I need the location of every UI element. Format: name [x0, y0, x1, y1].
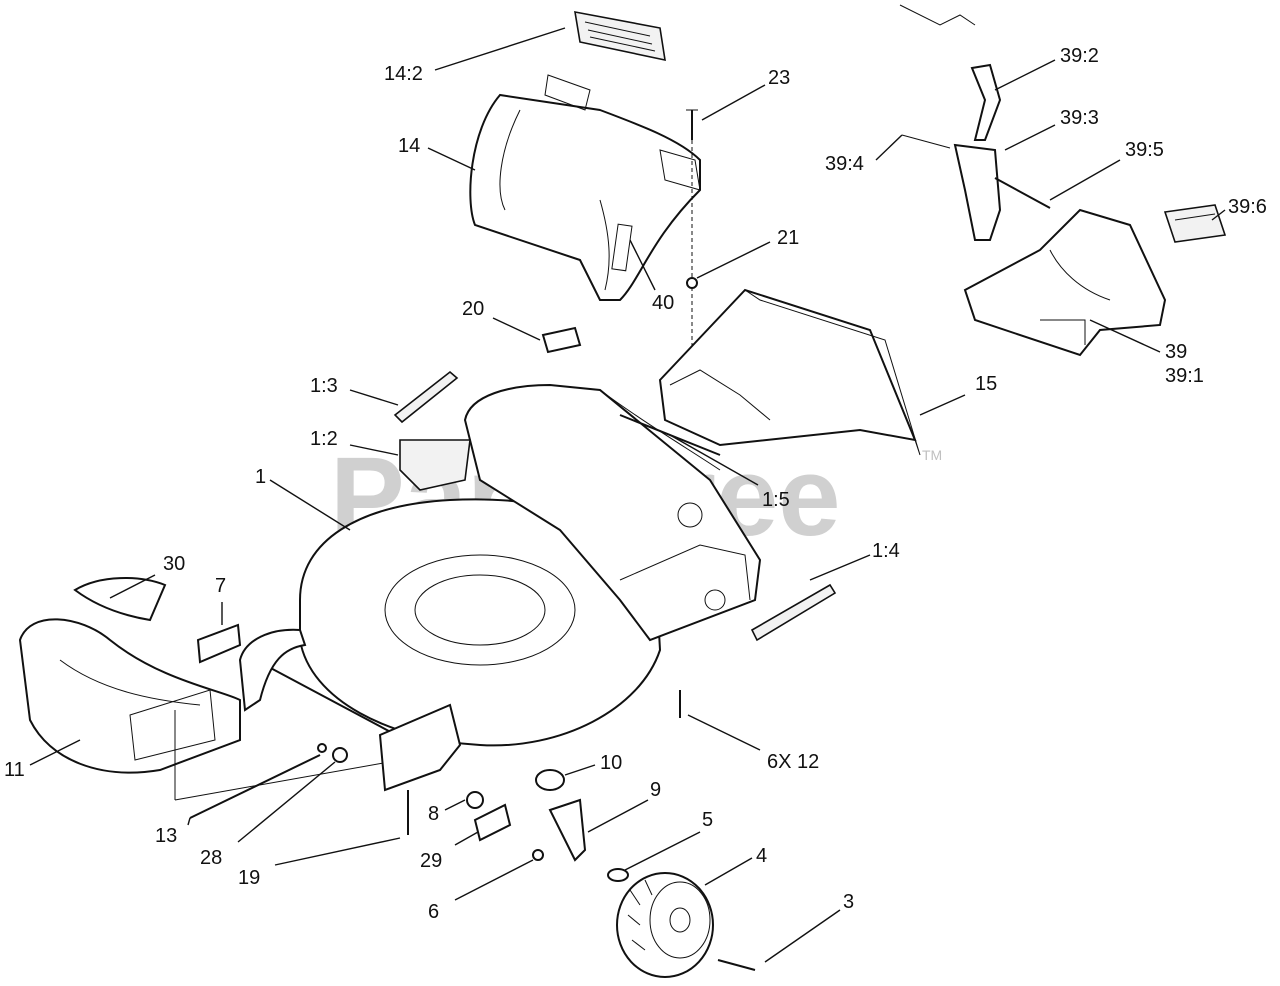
- part-15-rear-flap: [658, 288, 921, 456]
- callout-1-3: 1:3: [310, 375, 338, 397]
- part-28-washer: [332, 747, 348, 763]
- part-11-front-bumper: [18, 618, 241, 774]
- leader-lines: [29, 27, 1226, 963]
- callout-39-4: 39:4: [825, 153, 864, 175]
- watermark-trademark: TM: [922, 447, 942, 463]
- callout-5: 5: [702, 809, 713, 831]
- callout-28: 28: [200, 847, 222, 869]
- part-30-cap: [73, 577, 167, 622]
- part-20-clip: [541, 326, 582, 354]
- part-39-assembly: [899, 4, 1227, 357]
- callout-40: 40: [652, 292, 674, 314]
- part-14-2-decal: [574, 11, 666, 62]
- callout-6x12: 6X 12: [767, 751, 819, 773]
- callout-13: 13: [155, 825, 177, 847]
- callout-3: 3: [843, 891, 854, 913]
- callout-39-6: 39:6: [1228, 196, 1267, 218]
- part-1-mower-deck: [299, 383, 762, 747]
- callout-39-2: 39:2: [1060, 45, 1099, 67]
- part-6-nut: [532, 849, 544, 861]
- part-14-rear-guard: [469, 74, 701, 301]
- part-1-4-strip: [750, 583, 837, 642]
- callout-1-4: 1:4: [872, 540, 900, 562]
- part-1-2-plate: [399, 439, 471, 491]
- callout-7: 7: [215, 575, 226, 597]
- callout-1: 1: [255, 466, 266, 488]
- callout-21: 21: [777, 227, 799, 249]
- part-28-washer-small: [317, 743, 327, 753]
- part-7-bracket: [196, 623, 242, 664]
- callout-14-2: 14:2: [384, 63, 423, 85]
- part-4-wheel: [616, 872, 714, 978]
- part-21-nut: [686, 277, 698, 289]
- part-3-bolt: [717, 959, 756, 971]
- part-1-3-strip: [393, 370, 459, 424]
- height-adjuster-plate: [378, 703, 462, 792]
- callout-11: 11: [4, 759, 25, 781]
- callout-1-5: 1:5: [762, 489, 790, 511]
- part-10-cap: [535, 769, 565, 791]
- part-13-rod: [189, 754, 321, 819]
- callout-1-2: 1:2: [310, 428, 338, 450]
- callout-39-1: 39:1: [1165, 365, 1204, 387]
- callout-8: 8: [428, 803, 439, 825]
- callout-23: 23: [768, 67, 790, 89]
- part-29-bracket: [473, 803, 512, 842]
- callout-39-5: 39:5: [1125, 139, 1164, 161]
- callout-39: 39: [1165, 341, 1187, 363]
- callout-4: 4: [756, 845, 767, 867]
- callout-15: 15: [975, 373, 997, 395]
- callout-20: 20: [462, 298, 484, 320]
- callout-9: 9: [650, 779, 661, 801]
- callout-39-3: 39:3: [1060, 107, 1099, 129]
- part-9-arm: [548, 798, 587, 862]
- callout-19: 19: [238, 867, 260, 889]
- callout-14: 14: [398, 135, 420, 157]
- callout-29: 29: [420, 850, 442, 872]
- part-5-spacer: [607, 868, 629, 882]
- part-23-screw: [686, 109, 698, 140]
- callout-30: 30: [163, 553, 185, 575]
- axle-bracket: [238, 628, 307, 712]
- callout-10: 10: [600, 752, 622, 774]
- part-8-washer: [466, 791, 484, 809]
- callout-6: 6: [428, 901, 439, 923]
- guide-line: [174, 759, 401, 801]
